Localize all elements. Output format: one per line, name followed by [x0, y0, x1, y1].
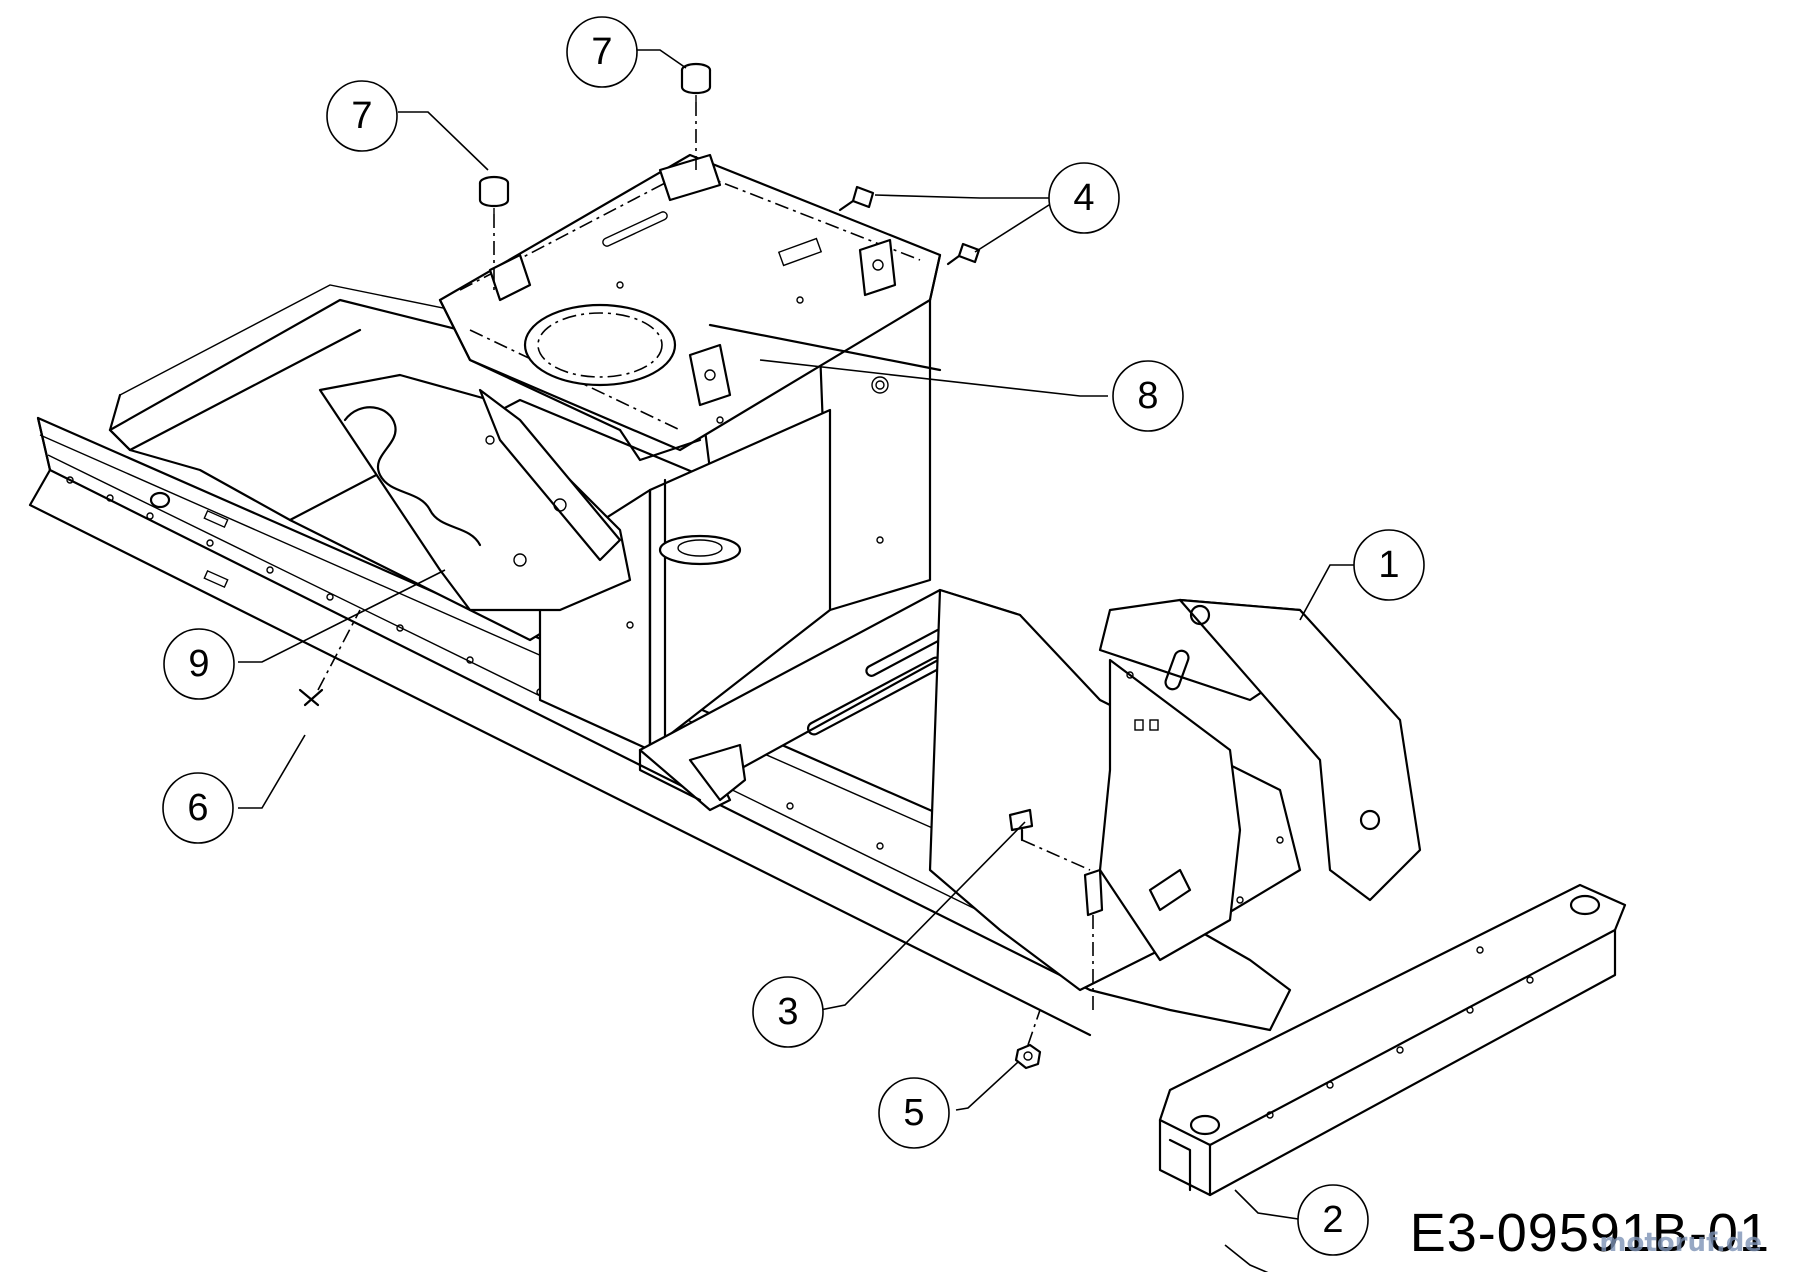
- callout-4: 4: [1048, 162, 1120, 234]
- drawing-code: E3-09591B-01: [1409, 1203, 1770, 1263]
- bolt-3: [1008, 808, 1104, 1010]
- callout-2-label: 2: [1322, 1199, 1343, 1241]
- bolt-4a: [838, 185, 875, 212]
- callout-4-label: 4: [1073, 177, 1094, 219]
- callout-9-label: 9: [188, 643, 209, 685]
- knob-7a: [478, 175, 510, 290]
- watermark-logo: motoruf.de: [1599, 1228, 1762, 1258]
- callout-9: 9: [163, 628, 235, 700]
- callout-1-label: 1: [1378, 544, 1399, 586]
- knob-7b: [680, 62, 712, 175]
- bolt-4b: [946, 242, 981, 266]
- seat-adjust-bracket: [318, 373, 632, 612]
- callout-3-label: 3: [777, 991, 798, 1033]
- callout-7b-label: 7: [591, 31, 612, 73]
- callout-1: 1: [1353, 529, 1425, 601]
- pin-6: [298, 609, 361, 707]
- front-bumper-rail: [1158, 883, 1627, 1197]
- callout-2: 2: [1297, 1184, 1369, 1256]
- callout-5: 5: [878, 1077, 950, 1149]
- callout-5-label: 5: [903, 1092, 924, 1134]
- callout-leaders: [238, 49, 1355, 1272]
- nut-5: [1014, 1009, 1042, 1070]
- callout-8-label: 8: [1137, 375, 1158, 417]
- callout-6: 6: [162, 772, 234, 844]
- callout-7a: 7: [326, 80, 398, 152]
- callout-3: 3: [752, 976, 824, 1048]
- callout-7a-label: 7: [351, 95, 372, 137]
- front-axle-support: [928, 588, 1422, 992]
- callout-8: 8: [1112, 360, 1184, 432]
- callout-6-label: 6: [187, 787, 208, 829]
- callout-7b: 7: [566, 16, 638, 88]
- seat-mount-plate: [438, 153, 942, 462]
